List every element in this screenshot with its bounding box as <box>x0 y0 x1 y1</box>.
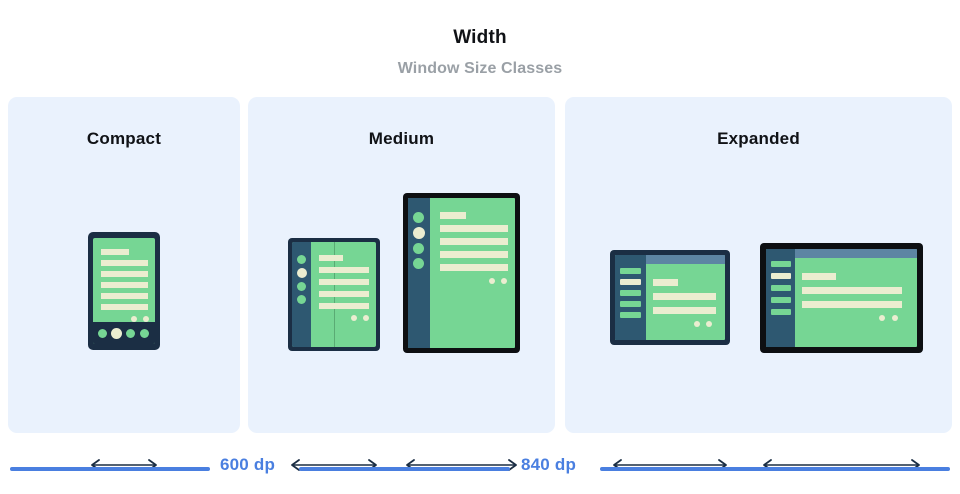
navigation-sidebar <box>615 255 646 340</box>
tablet-screen <box>408 198 515 348</box>
app-top-bar <box>646 255 725 264</box>
nav-item-dot[interactable] <box>140 329 149 338</box>
fab-dot <box>879 315 885 321</box>
rail-item-dot-active[interactable] <box>413 227 425 239</box>
navigation-rail <box>408 198 430 348</box>
card-title-compact: Compact <box>86 129 162 148</box>
rail-item-dot[interactable] <box>297 295 306 304</box>
tablet-landscape-screen <box>766 249 917 347</box>
sidebar-item-bar[interactable] <box>620 268 641 274</box>
sidebar-item-bar-active[interactable] <box>620 279 641 285</box>
nav-item-dot[interactable] <box>126 329 135 338</box>
size-class-card-row: Compact <box>8 97 952 471</box>
content-line <box>440 212 466 219</box>
bottom-navigation-bar <box>93 322 155 344</box>
card-title-expanded: Expanded <box>717 129 800 148</box>
device-foldable-landscape <box>610 250 730 345</box>
foldable-screen <box>292 242 376 347</box>
rail-item-dot[interactable] <box>297 255 306 264</box>
content-line <box>440 238 508 245</box>
content-line <box>802 273 836 280</box>
fab-dot <box>363 315 369 321</box>
content-line <box>440 251 508 258</box>
content-line <box>653 279 678 286</box>
content-line <box>101 293 148 299</box>
measure-line-segment <box>10 467 210 471</box>
size-class-card-compact: Compact <box>8 97 240 471</box>
fab-dot <box>489 278 495 284</box>
content-line <box>319 279 369 285</box>
sidebar-item-bar[interactable] <box>620 312 641 318</box>
diagram-header: Width Window Size Classes <box>0 0 960 78</box>
content-line <box>319 255 343 261</box>
fab-dot <box>694 321 700 327</box>
device-tablet-landscape <box>760 243 923 353</box>
sidebar-item-bar[interactable] <box>771 285 791 291</box>
sidebar-item-bar[interactable] <box>620 290 641 296</box>
phone-screen <box>93 238 155 344</box>
navigation-rail <box>292 242 311 347</box>
rail-item-dot[interactable] <box>413 212 424 223</box>
measure-line-segment <box>600 467 950 471</box>
content-line <box>653 293 716 300</box>
device-foldable-portrait <box>288 238 380 351</box>
sidebar-item-bar[interactable] <box>771 297 791 303</box>
content-line <box>101 271 148 277</box>
sidebar-item-bar[interactable] <box>771 261 791 267</box>
sidebar-item-bar[interactable] <box>620 301 641 307</box>
fab-dot <box>143 316 149 322</box>
content-line <box>802 287 902 294</box>
fab-dot <box>131 316 137 322</box>
sidebar-item-bar[interactable] <box>771 309 791 315</box>
content-line <box>440 264 508 271</box>
sidebar-item-bar-active[interactable] <box>771 273 791 279</box>
breakpoint-label-840: 840 dp <box>521 455 577 474</box>
size-class-card-medium: Medium <box>248 97 555 471</box>
content-line <box>319 303 369 309</box>
content-line <box>101 304 148 310</box>
rail-item-dot[interactable] <box>297 282 306 291</box>
content-line <box>101 282 148 288</box>
content-line <box>319 267 369 273</box>
content-line <box>440 225 508 232</box>
measure-line-segment <box>299 467 510 471</box>
fab-dot <box>892 315 898 321</box>
device-phone-portrait <box>88 232 160 350</box>
content-line <box>319 291 369 297</box>
device-tablet-portrait <box>403 193 520 353</box>
fab-dot <box>501 278 507 284</box>
rail-item-dot-active[interactable] <box>297 268 307 278</box>
nav-item-dot-active[interactable] <box>111 328 122 339</box>
content-line <box>101 249 129 255</box>
rail-item-dot[interactable] <box>413 258 424 269</box>
fab-dot <box>351 315 357 321</box>
breakpoint-measure-bar: 600 dp 840 dp <box>0 455 960 494</box>
foldable-landscape-screen <box>615 255 725 340</box>
breakpoint-label-600: 600 dp <box>220 455 276 474</box>
content-line <box>802 301 902 308</box>
fab-dot <box>706 321 712 327</box>
content-line <box>653 307 716 314</box>
app-top-bar <box>795 249 917 258</box>
card-title-medium: Medium <box>368 129 435 148</box>
size-class-card-expanded: Expanded <box>565 97 952 471</box>
navigation-sidebar <box>766 249 795 347</box>
rail-item-dot[interactable] <box>413 243 424 254</box>
nav-item-dot[interactable] <box>98 329 107 338</box>
page-title: Width <box>453 27 507 48</box>
page-subtitle: Window Size Classes <box>397 60 563 77</box>
content-line <box>101 260 148 266</box>
